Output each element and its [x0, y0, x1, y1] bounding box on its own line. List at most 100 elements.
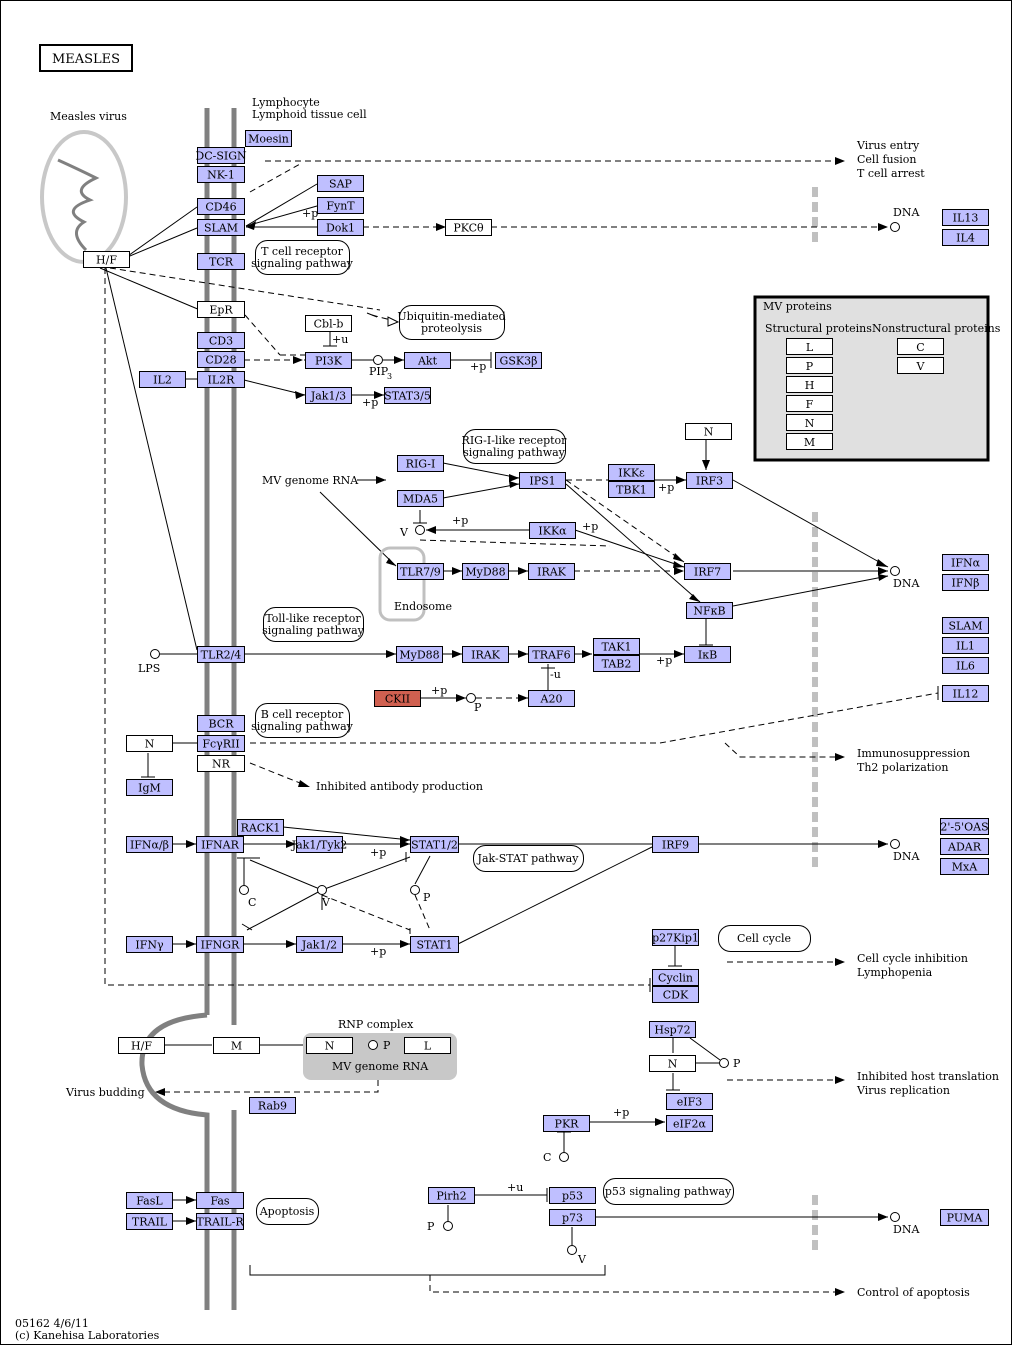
node-cd3[interactable]: CD3 [197, 332, 245, 349]
node-pirh2[interactable]: Pirh2 [428, 1187, 475, 1204]
node-ips1[interactable]: IPS1 [519, 472, 566, 489]
node-nfkb[interactable]: NFκB [686, 602, 733, 619]
node-n-hsp[interactable]: N [649, 1055, 696, 1072]
node-traf6[interactable]: TRAF6 [528, 646, 575, 663]
node-tak1[interactable]: TAK1 [593, 638, 640, 655]
node-rnp-l[interactable]: L [404, 1037, 451, 1054]
node-cblb[interactable]: Cbl-b [305, 315, 352, 332]
node-cd46[interactable]: CD46 [197, 198, 245, 215]
node-fynt[interactable]: FynT [317, 197, 364, 214]
node-hf2[interactable]: H/F [118, 1037, 165, 1054]
node-tcr[interactable]: TCR [197, 253, 245, 270]
node-tbk1[interactable]: TBK1 [608, 481, 655, 498]
node-oas[interactable]: 2'-5'OAS [940, 818, 989, 835]
node-slam[interactable]: SLAM [197, 219, 245, 236]
node-il13[interactable]: IL13 [942, 209, 989, 226]
pathway-apoptosis[interactable]: Apoptosis [256, 1198, 319, 1225]
node-ifny[interactable]: IFNγ [126, 936, 173, 953]
node-eif2a[interactable]: eIF2α [666, 1115, 713, 1132]
node-dcsign[interactable]: DC-SIGN [195, 147, 247, 164]
node-nk1[interactable]: NK-1 [197, 166, 245, 183]
node-myd88a[interactable]: MyD88 [462, 563, 509, 580]
node-fas[interactable]: Fas [196, 1192, 244, 1209]
node-iraka[interactable]: IRAK [528, 563, 575, 580]
node-trail[interactable]: TRAIL [126, 1213, 173, 1230]
node-bcr[interactable]: BCR [197, 715, 245, 732]
node-ckii[interactable]: CKII [374, 690, 421, 707]
node-a20[interactable]: A20 [528, 690, 575, 707]
node-m[interactable]: M [213, 1037, 260, 1054]
node-ifnab[interactable]: IFNα/β [126, 836, 173, 853]
node-p53[interactable]: p53 [549, 1187, 596, 1204]
node-gsk3b[interactable]: GSK3β [495, 352, 542, 369]
node-slam2[interactable]: SLAM [942, 617, 989, 634]
node-irf3[interactable]: IRF3 [686, 472, 733, 489]
node-tab2[interactable]: TAB2 [593, 655, 640, 672]
node-jak13[interactable]: Jak1/3 [305, 387, 352, 404]
node-ifngr[interactable]: IFNGR [196, 936, 244, 953]
node-rab9[interactable]: Rab9 [249, 1097, 296, 1114]
node-mda5[interactable]: MDA5 [397, 490, 444, 507]
node-rigi[interactable]: RIG-I [397, 455, 444, 472]
node-ifnb[interactable]: IFNβ [942, 574, 989, 591]
node-tlr24[interactable]: TLR2/4 [197, 646, 245, 663]
node-rack1[interactable]: RACK1 [237, 819, 284, 836]
node-hsp72[interactable]: Hsp72 [649, 1021, 696, 1038]
node-pkr[interactable]: PKR [543, 1115, 590, 1132]
node-cdk[interactable]: CDK [652, 986, 699, 1003]
node-moesin[interactable]: Moesin [245, 130, 292, 147]
node-irf7[interactable]: IRF7 [684, 563, 731, 580]
node-il12[interactable]: IL12 [942, 685, 989, 702]
pathway-jakstat[interactable]: Jak-STAT pathway [473, 845, 584, 872]
node-sap[interactable]: SAP [317, 175, 364, 192]
node-p27[interactable]: p27Kip1 [652, 929, 699, 946]
node-il2[interactable]: IL2 [139, 371, 186, 388]
node-tlr79[interactable]: TLR7/9 [397, 563, 444, 580]
node-eif3[interactable]: eIF3 [666, 1093, 713, 1110]
node-dok1[interactable]: Dok1 [317, 219, 364, 236]
node-fasl[interactable]: FasL [126, 1192, 173, 1209]
node-irakb[interactable]: IRAK [462, 646, 509, 663]
node-ikka[interactable]: IKKα [529, 522, 576, 539]
node-ikke[interactable]: IKKε [608, 464, 655, 481]
node-puma[interactable]: PUMA [940, 1209, 989, 1226]
node-ifna[interactable]: IFNα [942, 554, 989, 571]
node-n-top[interactable]: N [685, 423, 732, 440]
node-p73[interactable]: p73 [549, 1209, 596, 1226]
node-pkc[interactable]: PKCθ [445, 219, 492, 236]
node-il4[interactable]: IL4 [942, 229, 989, 246]
node-stat12[interactable]: STAT1/2 [410, 836, 459, 853]
node-nr[interactable]: NR [197, 755, 245, 772]
node-trailr[interactable]: TRAIL-R [196, 1213, 244, 1230]
pathway-p53[interactable]: p53 signaling pathway [603, 1178, 734, 1205]
node-il2r[interactable]: IL2R [197, 371, 245, 388]
node-cd28[interactable]: CD28 [197, 351, 245, 368]
node-stat1[interactable]: STAT1 [410, 936, 459, 953]
node-adar[interactable]: ADAR [940, 838, 989, 855]
node-myd88b[interactable]: MyD88 [396, 646, 443, 663]
node-jak1tyk2[interactable]: Jak1/Tyk2 [291, 836, 348, 853]
node-mxa[interactable]: MxA [940, 858, 989, 875]
node-pi3k[interactable]: PI3K [305, 352, 352, 369]
node-ifnar[interactable]: IFNAR [196, 836, 244, 853]
pathway-cellcycle[interactable]: Cell cycle [718, 925, 811, 952]
node-il6[interactable]: IL6 [942, 657, 989, 674]
node-irf9[interactable]: IRF9 [652, 836, 699, 853]
node-rnp-n[interactable]: N [306, 1037, 353, 1054]
node-epr[interactable]: EpR [197, 301, 245, 318]
node-hf[interactable]: H/F [83, 251, 130, 268]
node-n-b[interactable]: N [126, 735, 173, 752]
node-ikb[interactable]: IκB [684, 646, 731, 663]
node-stat35[interactable]: STAT3/5 [384, 387, 431, 404]
node-il1[interactable]: IL1 [942, 637, 989, 654]
node-akt[interactable]: Akt [404, 352, 451, 369]
node-cyclin[interactable]: Cyclin [652, 969, 699, 986]
node-jak12[interactable]: Jak1/2 [296, 936, 343, 953]
node-fcyrii[interactable]: FcγRII [197, 735, 245, 752]
node-igm[interactable]: IgM [126, 779, 173, 796]
